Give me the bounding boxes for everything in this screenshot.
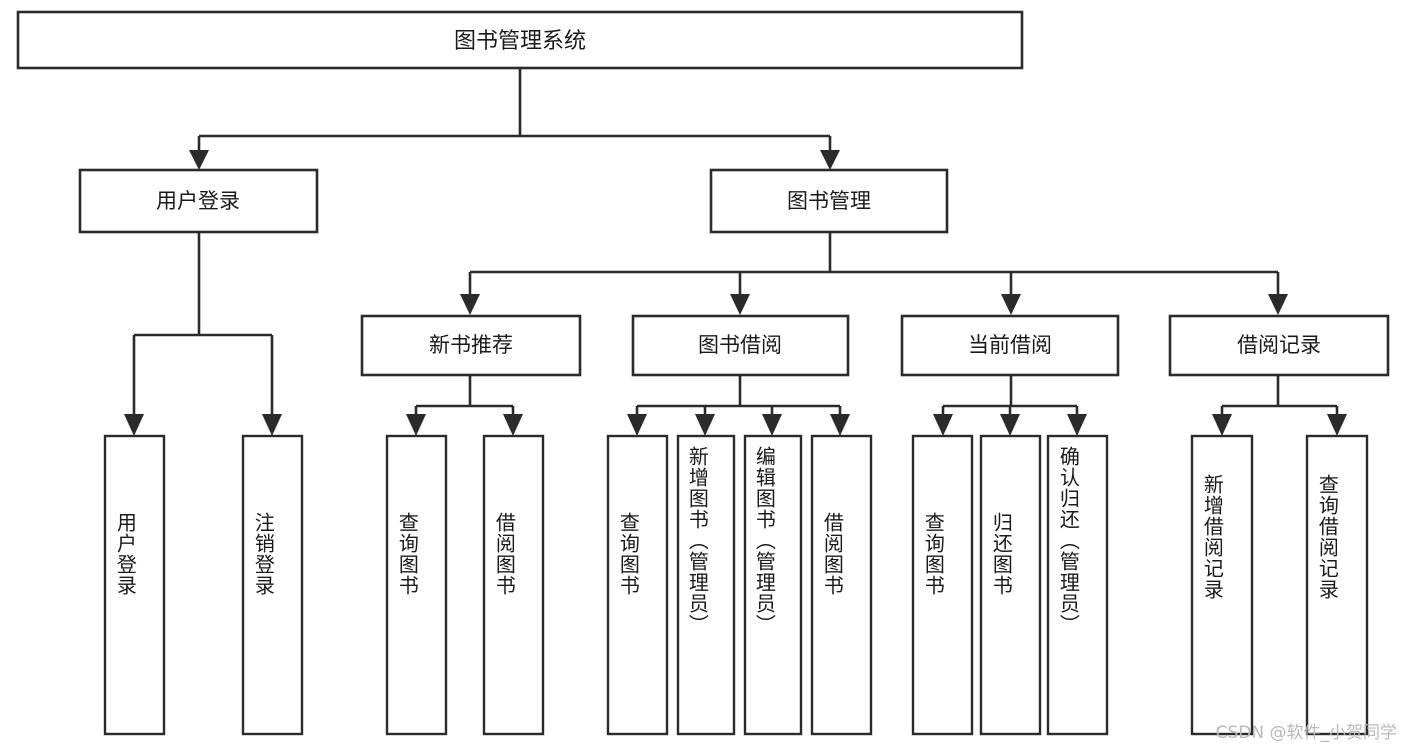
arrow-head-leaf-current-borrow-1 [933, 414, 953, 436]
leaf-box-new-book-rec-0[interactable] [385, 434, 448, 736]
arrow-head-leaf-user-login-2 [262, 414, 282, 436]
leaf-box-book-borrow-2[interactable] [743, 434, 803, 736]
connector-group-new-book-rec [406, 375, 523, 436]
node-box-user-login[interactable] [78, 168, 319, 234]
arrow-head-current-borrow [1001, 294, 1021, 315]
arrow-head-leaf-book-borrow-3 [762, 414, 782, 436]
node-label-root: 图书管理系统 [454, 29, 586, 54]
arrow-head-leaf-borrow-record-1 [1212, 414, 1232, 436]
leaf-box-borrow-record-0[interactable] [1190, 434, 1254, 736]
node-label-current-borrow: 当前借阅 [968, 333, 1052, 357]
connector-group-borrow-record [1212, 375, 1347, 436]
connector-group-book-mgmt [460, 232, 1288, 315]
arrow-head-leaf-current-borrow-2 [1000, 414, 1020, 436]
leaf-box-user-login-1[interactable] [241, 434, 304, 736]
node-box-new-book-rec[interactable] [360, 314, 582, 377]
node-new-book-rec[interactable]: 新书推荐 [360, 314, 582, 377]
connector-group-book-borrow [627, 375, 850, 436]
connector-group-root [189, 68, 840, 170]
arrow-head-leaf-book-borrow-1 [627, 414, 647, 436]
leaf-box-current-borrow-2[interactable] [1046, 434, 1109, 736]
node-label-borrow-record: 借阅记录 [1237, 333, 1321, 357]
node-box-borrow-record[interactable] [1168, 314, 1390, 377]
leaf-box-borrow-record-1[interactable] [1305, 434, 1369, 736]
connector-group-user-login [124, 232, 282, 436]
arrow-head-leaf-current-borrow-3 [1067, 414, 1087, 436]
node-label-book-borrow: 图书借阅 [698, 333, 782, 357]
node-box-root[interactable] [16, 10, 1024, 70]
node-label-new-book-rec: 新书推荐 [429, 333, 513, 357]
node-user-login[interactable]: 用户登录 [78, 168, 319, 234]
arrow-head-user-login [189, 150, 209, 170]
node-book-mgmt[interactable]: 图书管理 [709, 168, 949, 234]
arrow-head-leaf-book-borrow-4 [830, 414, 850, 436]
leaf-box-current-borrow-1[interactable] [979, 434, 1042, 736]
arrow-head-leaf-new-book-rec-2 [503, 414, 523, 436]
connector-group-current-borrow [933, 375, 1087, 436]
arrow-head-leaf-book-borrow-2 [695, 414, 715, 436]
leaf-box-new-book-rec-1[interactable] [482, 434, 545, 736]
node-box-current-borrow[interactable] [900, 314, 1120, 377]
arrow-head-leaf-user-login-1 [124, 414, 144, 436]
leaf-box-book-borrow-1[interactable] [676, 434, 736, 736]
node-label-user-login: 用户登录 [156, 189, 240, 213]
node-root[interactable]: 图书管理系统 [16, 10, 1024, 70]
node-book-borrow[interactable]: 图书借阅 [631, 314, 850, 377]
node-box-book-mgmt[interactable] [709, 168, 949, 234]
arrow-head-leaf-new-book-rec-1 [406, 414, 426, 436]
node-box-book-borrow[interactable] [631, 314, 850, 377]
leaf-box-user-login-0[interactable] [103, 434, 166, 736]
node-label-book-mgmt: 图书管理 [787, 189, 871, 213]
arrow-head-new-book-rec [460, 294, 480, 315]
node-current-borrow[interactable]: 当前借阅 [900, 314, 1120, 377]
node-borrow-record[interactable]: 借阅记录 [1168, 314, 1390, 377]
arrow-head-leaf-borrow-record-2 [1327, 414, 1347, 436]
leaf-box-book-borrow-3[interactable] [810, 434, 873, 736]
arrow-head-book-mgmt [820, 150, 840, 170]
arrow-head-book-borrow [730, 294, 750, 315]
arrow-head-borrow-record [1268, 294, 1288, 315]
leaf-box-current-borrow-0[interactable] [911, 434, 974, 736]
leaf-box-book-borrow-0[interactable] [606, 434, 669, 736]
